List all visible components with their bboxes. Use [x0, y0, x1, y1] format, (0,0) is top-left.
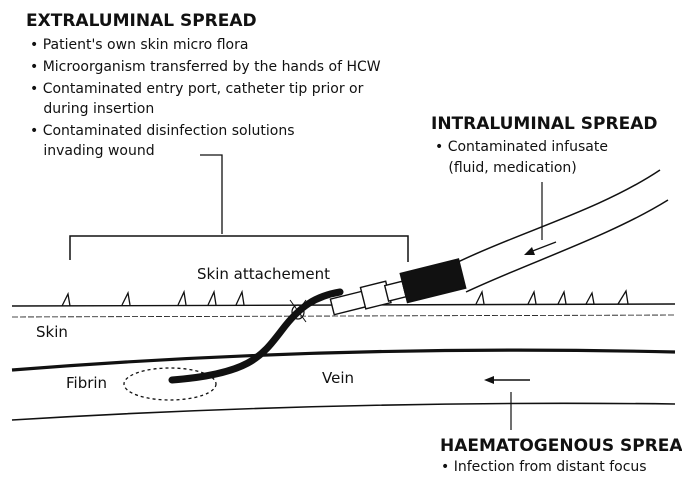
fibrin-label: Fibrin	[66, 374, 107, 392]
tubing-upper-wall	[458, 170, 660, 262]
extraluminal-leader	[200, 155, 222, 234]
intraluminal-title: INTRALUMINAL SPREAD	[431, 114, 657, 134]
intraluminal-block: INTRALUMINAL SPREAD • Contaminated infus…	[431, 114, 657, 176]
intraluminal-item-1: • Contaminated infusate	[435, 139, 608, 155]
extraluminal-item-3-cont: during insertion	[30, 101, 154, 117]
vein-wall-upper	[12, 350, 675, 370]
extraluminal-title: EXTRALUMINAL SPREAD	[26, 11, 257, 31]
vein-wall-lower	[12, 403, 675, 420]
intraluminal-item-1-cont: (fluid, medication)	[435, 160, 577, 176]
vein-flow-arrow	[484, 376, 530, 384]
tubing-lower-wall	[466, 200, 668, 292]
haematogenous-item-1: • Infection from distant focus	[441, 459, 647, 475]
haematogenous-title: HAEMATOGENOUS SPREAD	[440, 436, 682, 456]
extraluminal-item-3: • Contaminated entry port, catheter tip …	[30, 81, 364, 97]
vein-label: Vein	[322, 369, 354, 387]
extraluminal-item-4-cont: invading wound	[30, 143, 155, 159]
extraluminal-item-1: • Patient's own skin micro flora	[30, 37, 248, 53]
skin-line-inner	[12, 315, 675, 317]
extraluminal-bracket	[70, 236, 408, 262]
catheter-hub	[328, 259, 465, 321]
skin-label: Skin	[36, 323, 68, 341]
extraluminal-item-4: • Contaminated disinfection solutions	[30, 123, 294, 139]
extraluminal-block: EXTRALUMINAL SPREAD • Patient's own skin…	[26, 11, 381, 159]
fibrin-sheath	[124, 368, 216, 400]
tubing-flow-arrow	[524, 242, 556, 255]
haematogenous-block: HAEMATOGENOUS SPREAD • Infection from di…	[440, 436, 682, 475]
extraluminal-item-2: • Microorganism transferred by the hands…	[30, 59, 381, 75]
skin-attachment-label: Skin attachement	[197, 265, 330, 283]
